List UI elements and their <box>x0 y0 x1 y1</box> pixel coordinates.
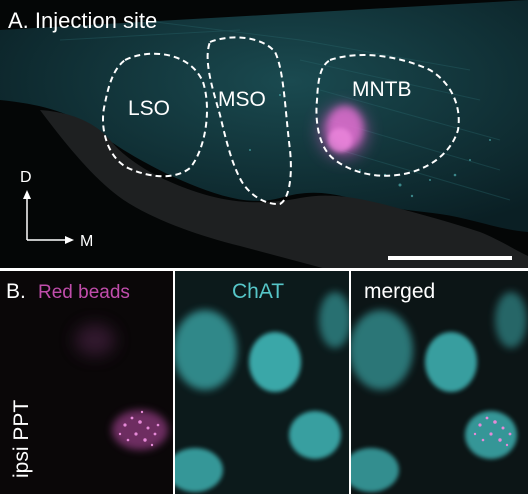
panel-a-title: A. Injection site <box>8 8 157 33</box>
panel-b-red-beads <box>0 271 173 494</box>
red-beads-background <box>0 271 173 494</box>
panel-a: A. Injection site LSO MSO MNTB D M <box>0 0 528 270</box>
region-outlines <box>102 36 460 206</box>
chat-label: ChAT <box>232 280 284 303</box>
mntb-outline <box>315 54 460 177</box>
bead-cluster <box>118 410 160 447</box>
red-beads-label: Red beads <box>38 282 130 303</box>
section-edge <box>40 110 528 270</box>
brain-tissue <box>0 0 528 232</box>
lso-outline <box>102 52 208 178</box>
column-divider-2 <box>349 271 351 494</box>
chat-cells <box>175 292 349 492</box>
mntb-injection-site <box>319 106 367 158</box>
panel-separator <box>0 268 528 271</box>
mso-outline <box>206 36 292 206</box>
dorsal-arrowhead-icon <box>23 190 31 199</box>
orientation-indicator <box>23 190 74 244</box>
panel-b-merged <box>351 271 528 494</box>
row-label-ipsi-ppt: ipsi PPT <box>10 400 33 478</box>
medial-label: M <box>80 233 93 250</box>
medial-arrowhead-icon <box>65 236 74 244</box>
column-divider-1 <box>173 271 175 494</box>
panel-b-prefix: B. <box>6 280 26 303</box>
panel-b-chat <box>175 271 349 494</box>
tissue-fibers <box>59 19 511 201</box>
mntb-label: MNTB <box>352 78 412 101</box>
mso-label: MSO <box>218 88 266 111</box>
chat-signal-speckles <box>249 94 491 198</box>
merged-bead-cluster <box>473 416 512 447</box>
lso-label: LSO <box>128 97 170 120</box>
dorsal-label: D <box>20 169 32 186</box>
merged-label: merged <box>364 280 435 303</box>
